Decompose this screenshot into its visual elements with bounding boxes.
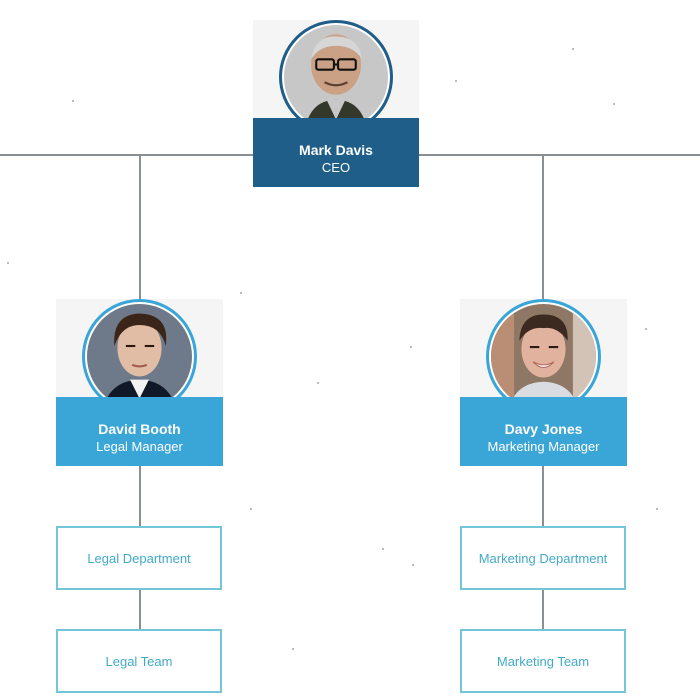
legal-manager-title: Legal Manager (96, 439, 183, 454)
marketing-department-label: Marketing Department (478, 550, 608, 566)
background-speck (7, 262, 9, 264)
legal-department-box[interactable]: Legal Department (56, 526, 222, 590)
legal-team-label: Legal Team (105, 653, 173, 669)
marketing-department-to-team-line (542, 589, 544, 629)
ceo-card[interactable]: Mark Davis CEO (253, 20, 419, 187)
legal-vertical-line (139, 155, 141, 300)
marketing-manager-photo (491, 304, 596, 409)
marketing-manager-card[interactable]: Davy Jones Marketing Manager (460, 299, 627, 466)
legal-team-box[interactable]: Legal Team (56, 629, 222, 693)
legal-department-label: Legal Department (87, 550, 191, 566)
legal-department-to-team-line (139, 589, 141, 629)
background-speck (455, 80, 457, 82)
ceo-avatar (284, 25, 388, 129)
marketing-manager-to-department-line (542, 465, 544, 527)
marketing-team-box[interactable]: Marketing Team (460, 629, 626, 693)
ceo-name: Mark Davis (299, 142, 373, 158)
background-speck (412, 564, 414, 566)
legal-manager-avatar (87, 304, 192, 409)
legal-manager-card[interactable]: David Booth Legal Manager (56, 299, 223, 466)
background-speck (645, 328, 647, 330)
background-speck (656, 508, 658, 510)
legal-manager-name: David Booth (98, 421, 181, 437)
marketing-team-label: Marketing Team (496, 653, 590, 669)
background-speck (240, 292, 242, 294)
ceo-photo (284, 25, 388, 129)
background-speck (410, 346, 412, 348)
marketing-manager-avatar (491, 304, 596, 409)
background-speck (382, 548, 384, 550)
background-speck (292, 648, 294, 650)
ceo-name-box: Mark Davis CEO (253, 118, 419, 187)
legal-manager-to-department-line (139, 465, 141, 527)
marketing-manager-title: Marketing Manager (487, 439, 600, 454)
marketing-manager-name: Davy Jones (504, 421, 583, 437)
legal-manager-photo (87, 304, 192, 409)
marketing-manager-name-box: Davy Jones Marketing Manager (460, 397, 627, 466)
background-speck (317, 382, 319, 384)
legal-manager-name-box: David Booth Legal Manager (56, 397, 223, 466)
background-speck (72, 100, 74, 102)
background-speck (613, 103, 615, 105)
marketing-vertical-line (542, 155, 544, 300)
background-speck (572, 48, 574, 50)
background-speck (250, 508, 252, 510)
marketing-department-box[interactable]: Marketing Department (460, 526, 626, 590)
ceo-title: CEO (321, 160, 351, 175)
